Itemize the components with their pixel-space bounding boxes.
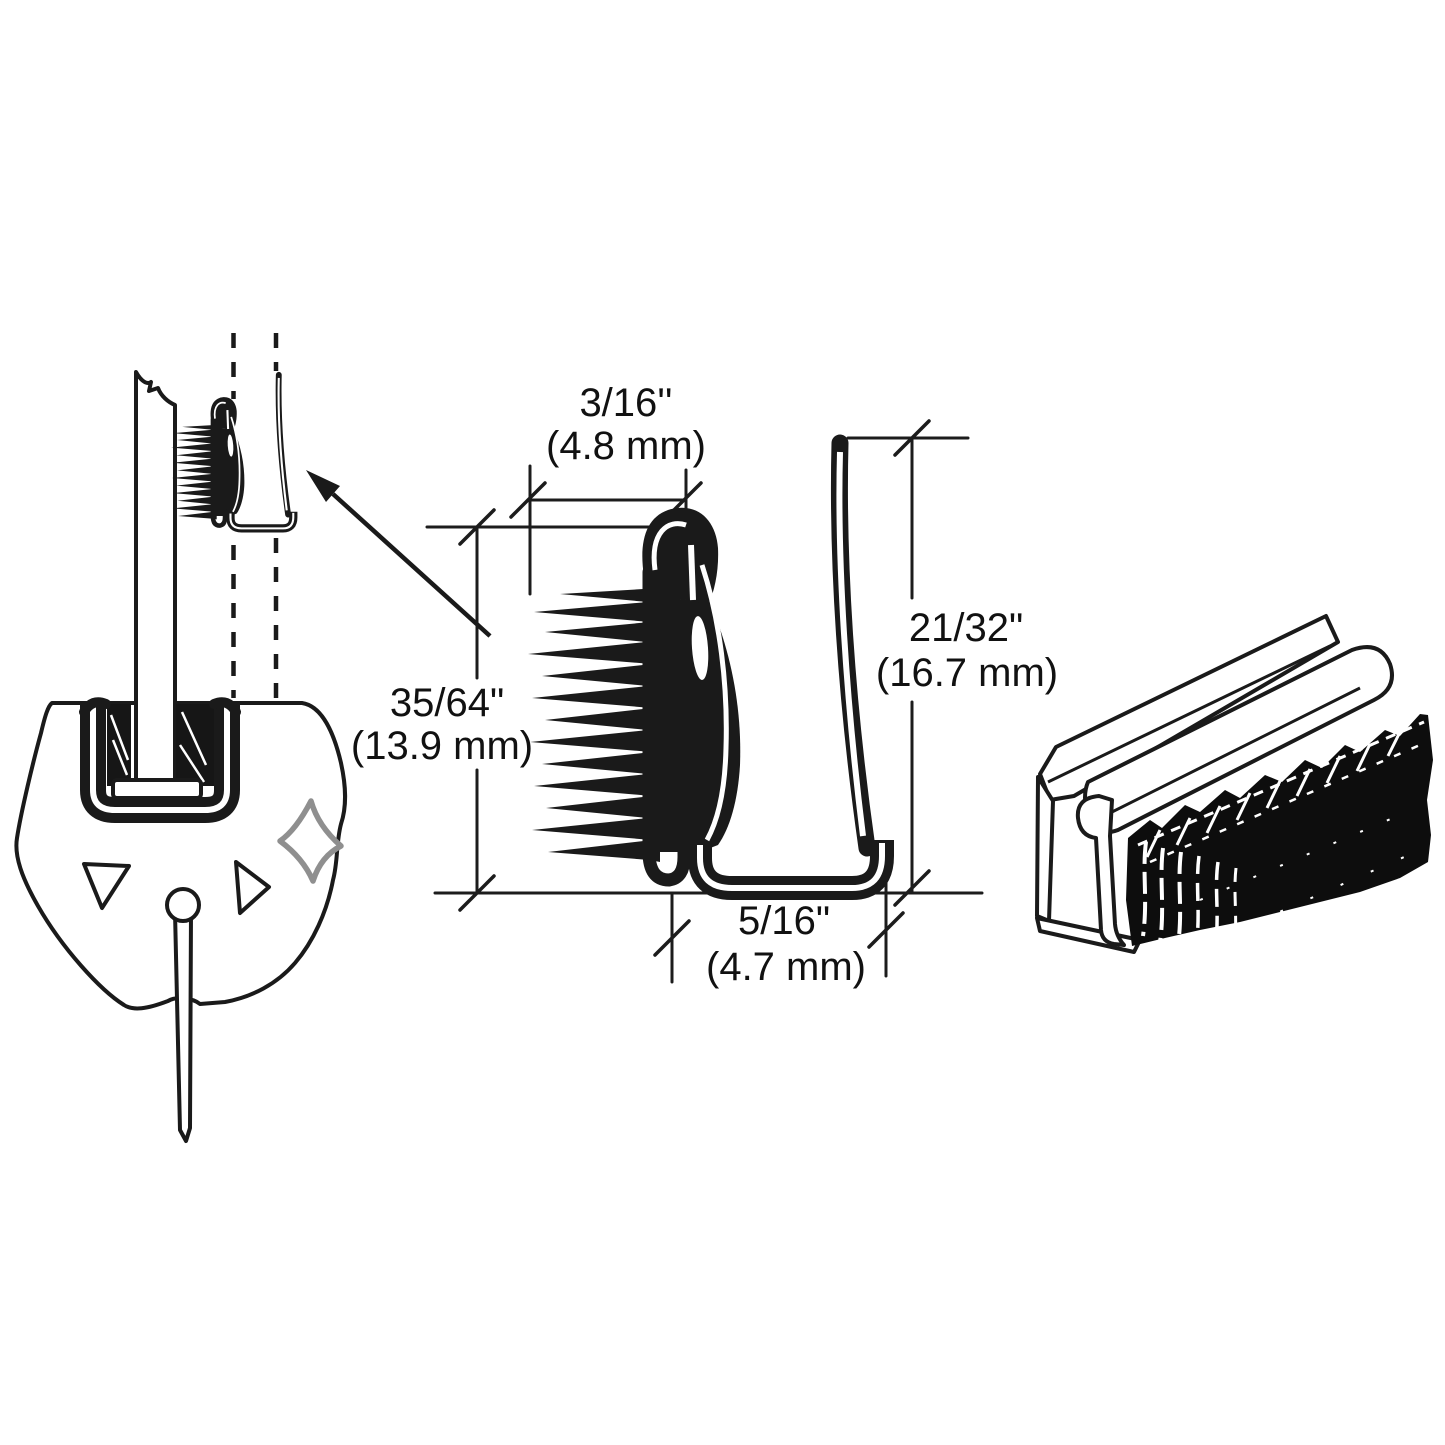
dim-bottom-metric: (4.7 mm): [706, 945, 866, 989]
arrow-shaft: [331, 492, 492, 638]
dimension-labels: 3/16'' (4.8 mm) 35/64" (13.9 mm) 21/32" …: [351, 381, 1058, 989]
dim-bottom-inches: 5/16": [738, 899, 830, 943]
perspective-left-wall: [1035, 775, 1055, 923]
perspective-brush-pile: [1126, 714, 1433, 946]
channel-lip-right: [209, 697, 241, 717]
brush-sheen-streaks: [1137, 720, 1425, 949]
dim-right-inches: 21/32": [909, 606, 1023, 650]
tick: [458, 508, 496, 546]
brush-seal-profile: [528, 443, 882, 888]
drain-fin-knob: [165, 887, 201, 923]
arrow-to-detail: [306, 470, 492, 638]
diamond-cutout: [277, 798, 344, 884]
perspective-j-hook: [1075, 794, 1126, 947]
dim-right-metric: (16.7 mm): [876, 651, 1058, 695]
tick: [509, 481, 547, 519]
profile-view: 3/16'' (4.8 mm) 35/64" (13.9 mm) 21/32" …: [351, 381, 1058, 989]
dim-top-inches: 3/16'': [579, 381, 672, 425]
glazing-pad-right: [176, 704, 214, 786]
pad-hatch-left: [109, 714, 130, 776]
glass-pane: [134, 370, 177, 792]
perspective-view: [1035, 614, 1433, 954]
dim-top-metric: (4.8 mm): [546, 424, 706, 468]
tick: [653, 919, 691, 957]
tick: [458, 874, 496, 912]
triangle-cutout-left: [82, 862, 131, 910]
channel-lip-left: [79, 697, 111, 717]
tick: [893, 419, 931, 457]
tick: [867, 911, 905, 949]
arrow-head: [306, 470, 340, 502]
triangle-cutout-right: [234, 860, 271, 915]
dim-left-metric: (13.9 mm): [351, 724, 533, 768]
installed-view: [14, 333, 492, 1143]
pad-hatch-right: [178, 711, 208, 783]
tick: [893, 869, 931, 907]
setting-block: [111, 778, 203, 800]
drain-fin: [173, 910, 193, 1143]
perspective-fin-edge: [1047, 644, 1331, 784]
perspective-clip-bar-line: [1099, 686, 1361, 820]
dim-left-inches: 35/64": [390, 681, 504, 725]
glazing-channel-inner: [90, 703, 230, 813]
